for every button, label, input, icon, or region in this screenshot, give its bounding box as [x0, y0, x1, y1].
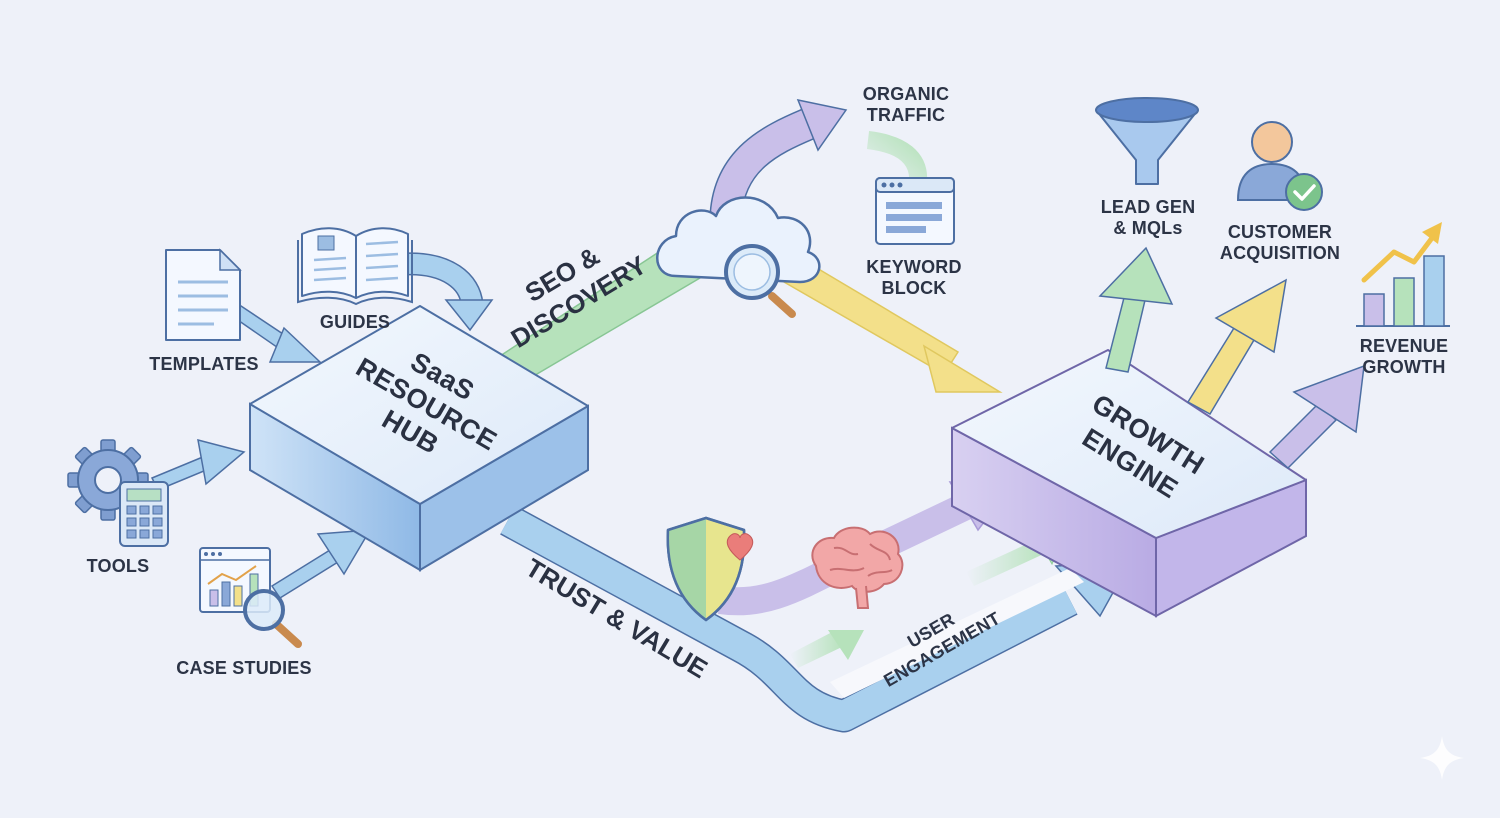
user-check-icon: [1236, 121, 1323, 211]
cloud-search-icon: [656, 196, 821, 318]
keyword-block-line2: BLOCK: [882, 278, 947, 298]
resource-hub-block: SaaS RESOURCE HUB: [249, 305, 589, 572]
organic-traffic-line2: TRAFFIC: [867, 105, 945, 125]
lead-gen-line2: & MQLs: [1113, 218, 1182, 238]
document-icon: [165, 248, 242, 341]
customer-acquisition-line1: CUSTOMER: [1228, 222, 1332, 242]
customer-acquisition-line2: ACQUISITION: [1220, 243, 1340, 263]
growth-engine-block: GROWTH ENGINE: [951, 349, 1307, 618]
templates-label: TEMPLATES: [149, 354, 258, 374]
case-studies-label: CASE STUDIES: [176, 658, 311, 678]
sparkle-icon: [1420, 736, 1464, 780]
organic-traffic-line1: ORGANIC: [863, 84, 949, 104]
calculator-icon: [119, 481, 169, 547]
funnel-icon: [1095, 97, 1199, 185]
input-arrows: [150, 252, 494, 600]
organic-to-keyword-curve: [866, 131, 928, 183]
browser-keyword-icon: [875, 177, 955, 245]
revenue-growth-line1: REVENUE: [1360, 336, 1448, 356]
open-book-icon: [297, 227, 413, 306]
chart-report-icon: [199, 547, 271, 613]
shield-heart-icon: [666, 516, 754, 622]
organic-traffic-arrow: [709, 98, 848, 217]
bar-chart-trend-icon: [1356, 222, 1450, 327]
revenue-growth-line2: GROWTH: [1362, 357, 1445, 377]
discovery-to-engine-arrow: [782, 256, 1003, 393]
tools-label: TOOLS: [87, 556, 150, 576]
lead-gen-line1: LEAD GEN: [1101, 197, 1196, 217]
magnifier-icon: [243, 589, 302, 648]
output-arrows: [1098, 246, 1365, 470]
guides-label: GUIDES: [320, 312, 390, 332]
keyword-block-line1: KEYWORD: [866, 257, 961, 277]
brain-icon: [811, 526, 904, 609]
